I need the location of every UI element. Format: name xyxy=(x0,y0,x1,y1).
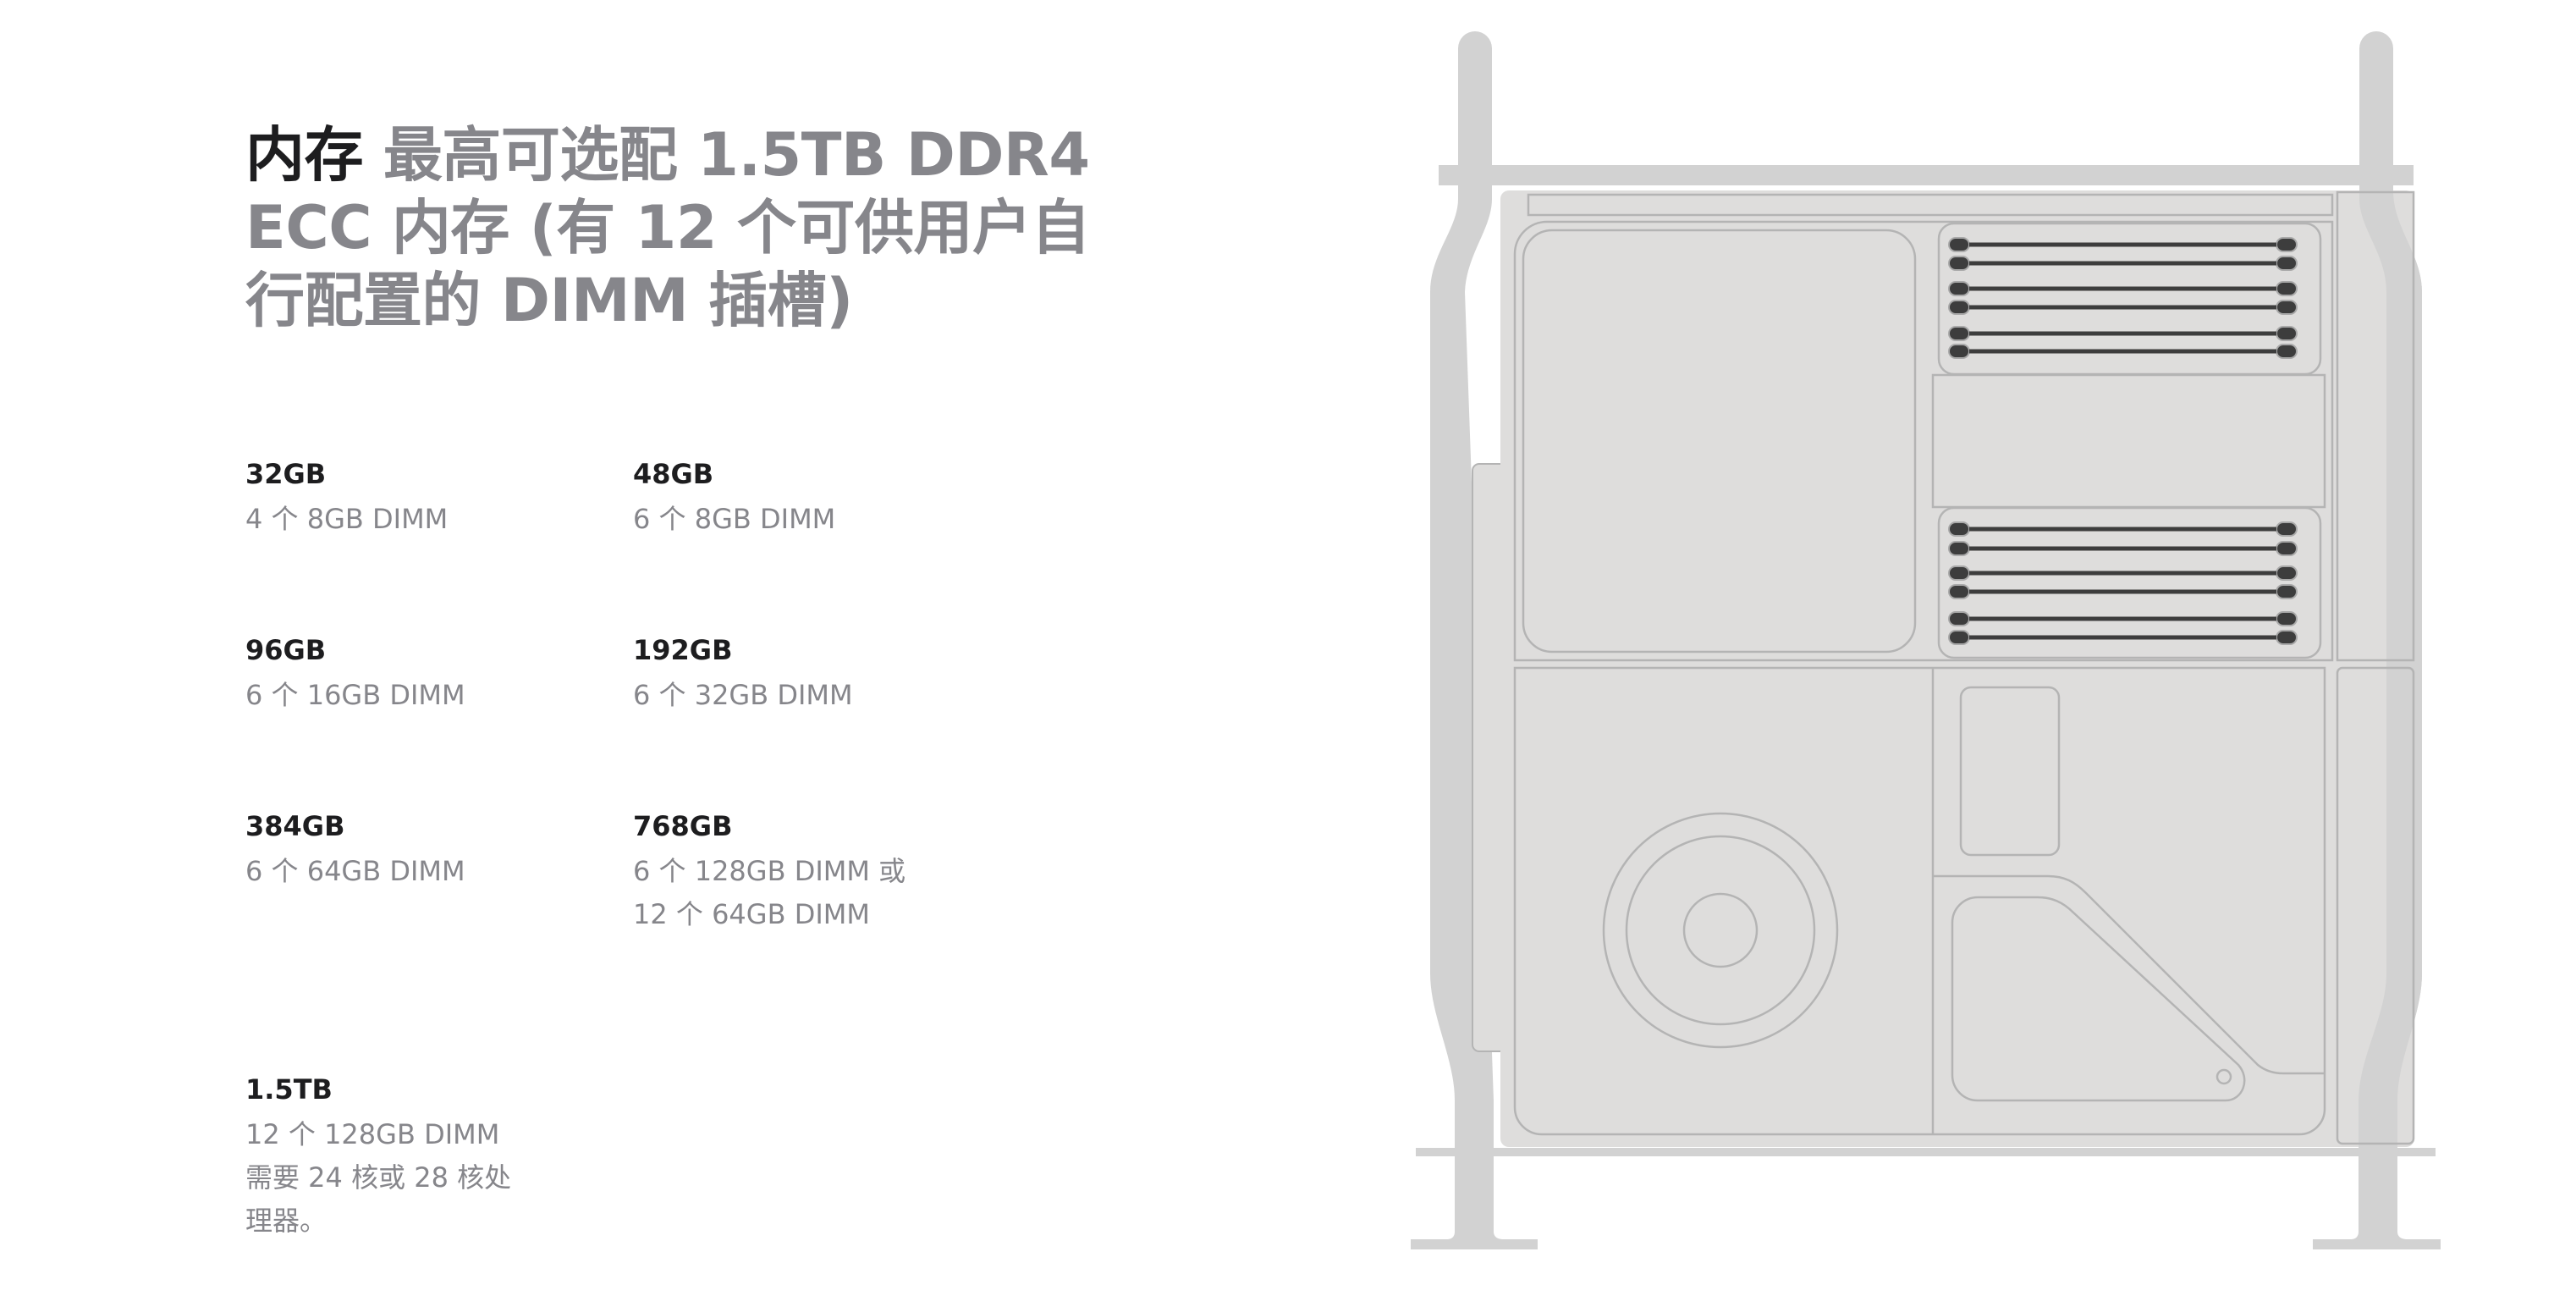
spec-item-384gb: 384GB 6 个 64GB DIMM xyxy=(245,809,584,893)
diagonal-divider xyxy=(1933,874,2325,1075)
lower-inner-panel xyxy=(1951,896,2246,1102)
spec-config: 6 个 16GB DIMM xyxy=(245,679,465,711)
spec-config: 6 个 64GB DIMM xyxy=(245,855,465,887)
bottom-bar xyxy=(1416,1148,2436,1156)
dimm-slot xyxy=(1948,300,2298,315)
dimm-slot xyxy=(1948,237,2298,252)
spec-config: 4 个 8GB DIMM xyxy=(245,503,449,535)
dimm-slot xyxy=(1948,611,2298,626)
dimm-slot xyxy=(1948,584,2298,599)
dimm-slots-upper xyxy=(1948,237,2298,359)
screw-icon xyxy=(2215,1068,2232,1085)
dimm-slot xyxy=(1948,281,2298,296)
dimm-slot xyxy=(1948,326,2298,341)
upper-section xyxy=(1513,220,2334,662)
dimm-slot xyxy=(1948,630,2298,645)
spec-item-1-5tb: 1.5TB 12 个 128GB DIMM 需要 24 核或 28 核处理器。 xyxy=(245,1073,533,1243)
spec-item-768gb: 768GB 6 个 128GB DIMM 或 12 个 64GB DIMM xyxy=(633,809,912,936)
right-column-lower xyxy=(2336,666,2415,1145)
large-panel xyxy=(1522,229,1917,654)
spec-capacity: 32GB xyxy=(245,458,327,490)
spec-item-96gb: 96GB 6 个 16GB DIMM xyxy=(245,633,584,717)
spec-item-192gb: 192GB 6 个 32GB DIMM xyxy=(633,633,972,717)
small-panel xyxy=(1959,686,2061,857)
spec-capacity: 768GB xyxy=(633,810,733,842)
section-headline: 内存 最高可选配 1.5TB DDR4 ECC 内存 (有 12 个可供用户自行… xyxy=(245,119,1142,337)
spec-config: 12 个 128GB DIMM 需要 24 核或 28 核处理器。 xyxy=(245,1118,512,1237)
spec-item-32gb: 32GB 4 个 8GB DIMM xyxy=(245,457,584,541)
spec-capacity: 384GB xyxy=(245,810,345,842)
dimm-slot xyxy=(1948,541,2298,556)
fan-icon xyxy=(1602,812,1839,1049)
spec-capacity: 96GB xyxy=(245,634,327,666)
dimm-slot xyxy=(1948,521,2298,537)
top-strip xyxy=(1527,193,2334,217)
dimm-slots-lower xyxy=(1948,521,2298,645)
spec-config: 6 个 8GB DIMM xyxy=(633,503,836,535)
dimm-slot xyxy=(1948,256,2298,271)
lower-section xyxy=(1513,666,2326,1136)
right-column-upper xyxy=(2336,190,2415,662)
dimm-slot xyxy=(1948,565,2298,581)
spec-capacity: 48GB xyxy=(633,458,714,490)
dimm-slot xyxy=(1948,344,2298,359)
spec-capacity: 1.5TB xyxy=(245,1073,333,1106)
spec-item-48gb: 48GB 6 个 8GB DIMM xyxy=(633,457,972,541)
headline-rest: 最高可选配 1.5TB DDR4 ECC 内存 (有 12 个可供用户自行配置的… xyxy=(245,120,1090,335)
spec-config: 6 个 32GB DIMM xyxy=(633,679,853,711)
top-bar xyxy=(1439,165,2414,185)
dimm-bank-lower xyxy=(1937,506,2322,659)
headline-lead: 内存 xyxy=(245,120,364,190)
spec-config: 6 个 128GB DIMM 或 12 个 64GB DIMM xyxy=(633,855,906,930)
spec-capacity: 192GB xyxy=(633,634,733,666)
